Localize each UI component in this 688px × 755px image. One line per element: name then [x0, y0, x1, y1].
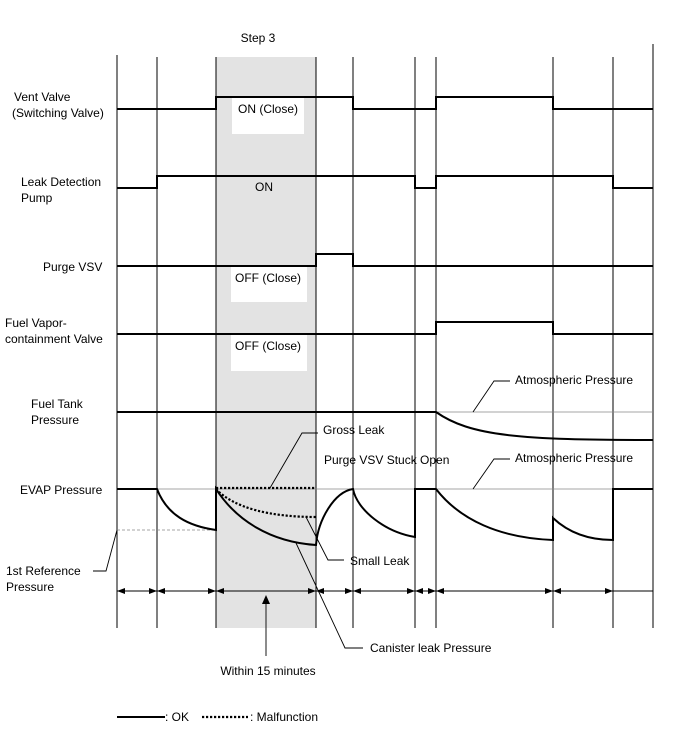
purge-stuck-label: Purge VSV Stuck Open [324, 453, 449, 467]
fuel-vapor-label-sub: containment Valve [5, 332, 103, 346]
leak-pump-signal [117, 175, 653, 189]
vent-valve-label: Vent Valve [14, 90, 71, 104]
fuel-vapor-state-box [231, 335, 307, 371]
vent-valve-state: ON (Close) [238, 102, 298, 116]
reference-leader [93, 529, 118, 572]
gross-leak-label: Gross Leak [323, 423, 385, 437]
atmospheric-leader-2 [472, 458, 510, 490]
small-leak-curve [215, 488, 317, 519]
evap-signal [117, 485, 653, 547]
purge-vsv-signal [117, 253, 653, 267]
atmospheric-label-1: Atmospheric Pressure [515, 373, 633, 387]
fuel-tank-label: Fuel Tank [31, 397, 84, 411]
leak-pump-label-sub: Pump [21, 191, 53, 205]
within-label: Within 15 minutes [220, 664, 315, 678]
step-label: Step 3 [241, 31, 276, 45]
fuel-vapor-signal [117, 321, 653, 335]
legend-ok-label: : OK [165, 710, 189, 724]
fuel-vapor-label: Fuel Vapor- [5, 316, 67, 330]
purge-vsv-label: Purge VSV [43, 260, 102, 274]
within-indicator [262, 595, 270, 656]
leak-pump-label: Leak Detection [21, 175, 101, 189]
vent-valve-signal [117, 96, 653, 110]
fuel-tank-signal [117, 411, 654, 441]
atmospheric-leader-1 [472, 380, 510, 413]
reference-label-sub: Pressure [6, 580, 54, 594]
atmospheric-label-2: Atmospheric Pressure [515, 451, 633, 465]
purge-vsv-state: OFF (Close) [235, 271, 301, 285]
vent-state-box [232, 96, 304, 134]
small-leak-leader [305, 516, 344, 561]
timing-gridlines [116, 44, 654, 628]
purge-state-box [231, 266, 307, 302]
vent-valve-label-sub: (Switching Valve) [12, 106, 104, 120]
fuel-tank-label-sub: Pressure [31, 413, 79, 427]
leak-pump-state: ON [255, 180, 273, 194]
legend-malfunction-label: : Malfunction [250, 710, 318, 724]
interval-arrows [117, 588, 653, 594]
small-leak-label: Small Leak [350, 554, 410, 568]
canister-leader [295, 542, 363, 649]
gross-leak-leader [269, 432, 318, 489]
canister-label: Canister leak Pressure [370, 641, 492, 655]
evap-label: EVAP Pressure [20, 483, 103, 497]
fuel-vapor-state: OFF (Close) [235, 339, 301, 353]
reference-label: 1st Reference [6, 564, 81, 578]
